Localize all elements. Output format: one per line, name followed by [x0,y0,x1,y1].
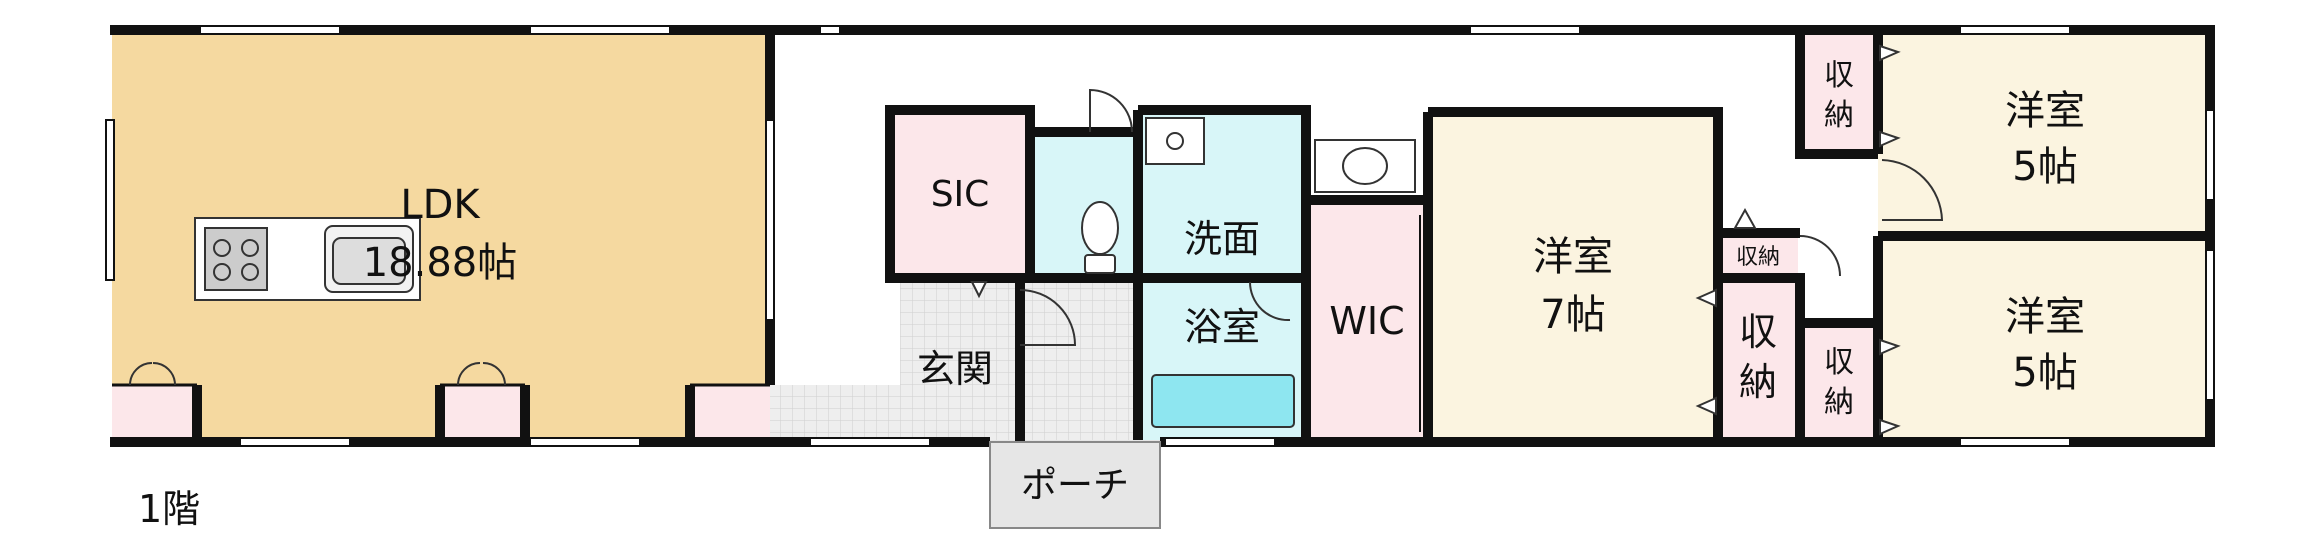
door-toilet [1089,88,1133,133]
senmen-name: 洗面 [1184,217,1260,261]
yoshitsu-7-name: 洋室 [1533,234,1613,280]
window-ldk-top-1 [199,25,341,35]
marker-lower-2 [1879,418,1901,436]
ldk-bay-center-floor [440,385,525,440]
yoshitsu-5-upper-floor [1878,32,2206,234]
window-bottom-genkan [809,437,931,447]
storage-lower-line1: 収 [1824,345,1854,380]
washing-machine-icon [1314,139,1416,193]
marker-7-2 [1695,396,1717,416]
door-5-lower [1799,235,1841,277]
ldk-size: 18.88帖 [363,240,518,286]
window-bottom-5 [1959,437,2071,447]
window-top-5 [1959,25,2071,35]
storage-big-line2: 納 [1739,360,1777,404]
wic-floor [1306,200,1428,440]
marker-lower-1 [1879,338,1901,356]
sic-name: SIC [931,174,990,215]
door-genkan [1019,289,1077,346]
ldk-name: LDK [400,182,481,228]
yoshitsu-5-lower-size: 5帖 [2012,350,2077,396]
yoshitsu-5-lower-floor [1878,240,2206,440]
storage-upper-floor [1800,32,1878,154]
window-right-upper [2205,109,2215,201]
storage-column-wall [1718,228,1805,442]
ldk-bay-wall [192,385,695,442]
ldk-bay-right-floor [690,385,770,440]
yoshitsu-7-wall [1423,107,1723,442]
window-top-hall [819,25,841,35]
door-ldk-center [457,362,506,386]
window-ldk-bottom-2 [529,437,641,447]
storage-lower-line2: 納 [1824,385,1854,420]
right-bedroom-wall [1795,30,2210,442]
door-5-upper [1881,159,1944,221]
window-ldk-right [765,119,775,321]
marker-upper-2 [1879,130,1901,148]
storage-big-line1: 収 [1739,310,1777,354]
ldk-bay-left-floor [112,385,197,440]
door-ldk-left [129,362,176,386]
sic-floor [890,110,1030,278]
stove-icon [204,227,268,291]
storage-upper-line2: 納 [1824,98,1854,133]
marker-upper-1 [1879,44,1901,62]
yoshitsu-5-upper-name: 洋室 [2005,88,2085,134]
storage-small-floor [1718,235,1798,275]
marker-sic [970,281,988,299]
yoshitsu-7-size: 7帖 [1540,292,1605,338]
window-right-lower [2205,249,2215,401]
marker-small [1733,207,1757,229]
window-bottom-bath [1164,437,1276,447]
window-ldk-top-2 [529,25,671,35]
senmen-wall [1138,105,1311,283]
sink-icon [324,225,414,293]
wic-wall [1301,195,1428,442]
wic-name: WIC [1329,299,1404,343]
porch-outline [989,441,1161,529]
bath-tub [1151,374,1295,428]
window-ldk-left [105,119,115,281]
storage-small-label: 収納 [1736,245,1780,270]
porch-name: ポーチ [1021,465,1129,506]
window-ldk-bottom-1 [239,437,351,447]
porch-floor [990,440,1160,528]
sic-wall [885,105,1035,283]
yoshitsu-5-lower-name: 洋室 [2005,294,2085,340]
yoshitsu-5-upper-size: 5帖 [2012,144,2077,190]
yokushitsu-name: 浴室 [1184,305,1260,349]
storage-big-floor [1718,282,1798,440]
toilet-icon [1081,201,1119,274]
yoshitsu-7-floor [1428,112,1718,440]
window-top-7 [1469,25,1581,35]
toilet-floor [1030,132,1138,278]
door-bath [1248,281,1291,322]
storage-lower-floor [1800,325,1878,440]
floor-level-label: 1階 [138,487,200,531]
washbasin-icon [1145,117,1205,165]
marker-7-1 [1695,288,1717,308]
storage-upper-line1: 収 [1824,58,1854,93]
genkan-name: 玄関 [917,347,993,391]
